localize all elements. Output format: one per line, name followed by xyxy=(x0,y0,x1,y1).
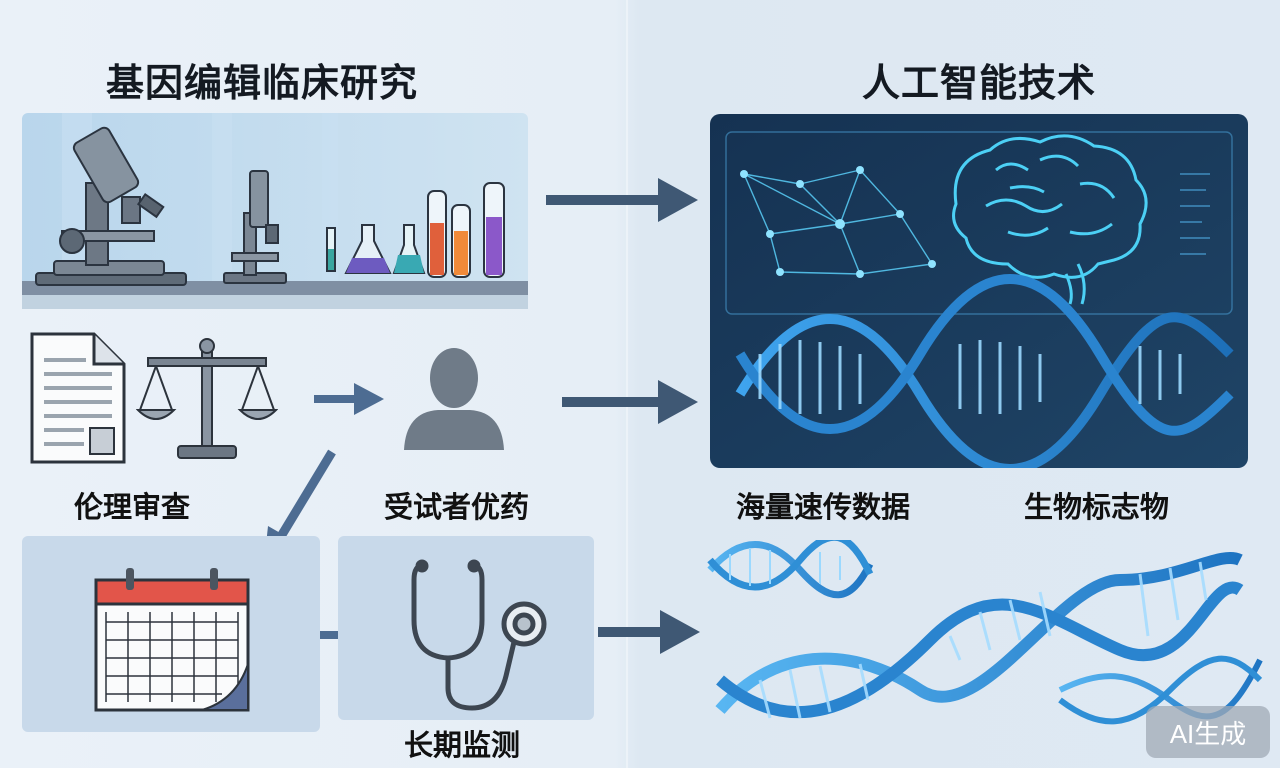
label-massive-data: 海量速传数据 xyxy=(736,490,911,524)
small-dna-helix-icon xyxy=(707,540,874,599)
arrow-ethics-to-subject xyxy=(314,380,388,420)
arrow-lab-to-ai xyxy=(546,170,702,230)
document-icon xyxy=(28,330,128,466)
arrow-subject-to-ai xyxy=(562,372,702,432)
large-dna-helix-icon xyxy=(715,552,1244,719)
stethoscope-panel xyxy=(338,536,594,720)
calendar-icon xyxy=(94,568,250,712)
label-subject-priority: 受试者优药 xyxy=(384,490,530,524)
brain-icon xyxy=(952,134,1148,305)
ai-technology-panel xyxy=(710,114,1248,468)
stethoscope-icon xyxy=(411,559,547,711)
lab-equipment-panel xyxy=(22,113,528,309)
dna-strands-group xyxy=(700,540,1270,760)
small-microscope-icon xyxy=(223,170,287,284)
test-tube-icon xyxy=(427,182,505,278)
flask-icon xyxy=(326,224,426,274)
ai-generated-badge: AI生成 xyxy=(1146,706,1270,758)
label-ethics-review: 伦理审查 xyxy=(74,490,191,524)
neural-network-icon xyxy=(743,169,933,275)
right-dna-helix-icon xyxy=(1058,655,1263,725)
right-section-title: 人工智能技术 xyxy=(862,61,1097,105)
left-section-title: 基因编辑临床研究 xyxy=(106,61,419,105)
arrow-monitoring-to-dna xyxy=(598,602,704,662)
scale-icon xyxy=(136,334,278,466)
label-biomarkers: 生物标志物 xyxy=(1024,490,1170,524)
label-long-term-monitoring: 长期监测 xyxy=(404,728,521,762)
calendar-panel xyxy=(22,536,320,732)
microscope-icon xyxy=(35,126,187,286)
person-silhouette-icon xyxy=(398,340,510,452)
center-divider xyxy=(626,0,628,768)
dna-helix-icon xyxy=(735,274,1234,468)
